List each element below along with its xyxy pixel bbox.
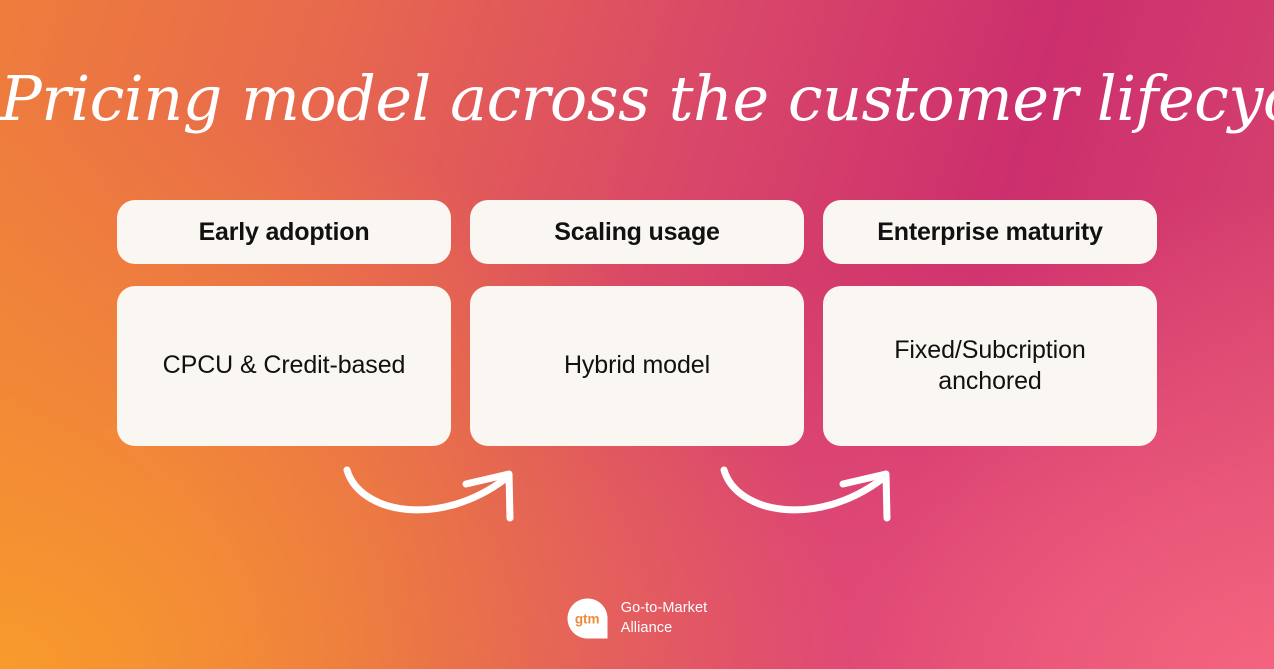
curved-arrow-1-icon xyxy=(343,466,514,522)
stage-body-card-1: CPCU & Credit-based xyxy=(117,286,451,446)
lifecycle-column-enterprise-maturity: Enterprise maturity Fixed/Subcription an… xyxy=(823,200,1157,446)
curved-arrow-2-icon xyxy=(720,466,891,522)
brand-line-1: Go-to-Market xyxy=(620,599,708,616)
brand-name: Go-to-Market Alliance xyxy=(621,599,708,638)
flow-arrows xyxy=(343,466,891,522)
gtm-logo-mark-text: gtm xyxy=(575,611,600,626)
stage-header-card-3: Enterprise maturity xyxy=(823,200,1157,264)
lifecycle-columns: Early adoption CPCU & Credit-based Scali… xyxy=(117,200,1157,446)
stage-header-card-1: Early adoption xyxy=(117,200,451,264)
stage-header-card-2: Scaling usage xyxy=(470,200,804,264)
lifecycle-column-scaling-usage: Scaling usage Hybrid model xyxy=(470,200,804,446)
gtm-logo-icon: gtm xyxy=(567,598,608,639)
page-title: Pricing model across the customer lifecy… xyxy=(0,62,1274,135)
stage-body-card-2: Hybrid model xyxy=(470,286,804,446)
brand-line-2: Alliance xyxy=(620,619,673,636)
stage-body-card-3: Fixed/Subcription anchored xyxy=(823,286,1157,446)
footer-branding: gtm Go-to-Market Alliance xyxy=(0,598,1274,639)
lifecycle-column-early-adoption: Early adoption CPCU & Credit-based xyxy=(117,200,451,446)
